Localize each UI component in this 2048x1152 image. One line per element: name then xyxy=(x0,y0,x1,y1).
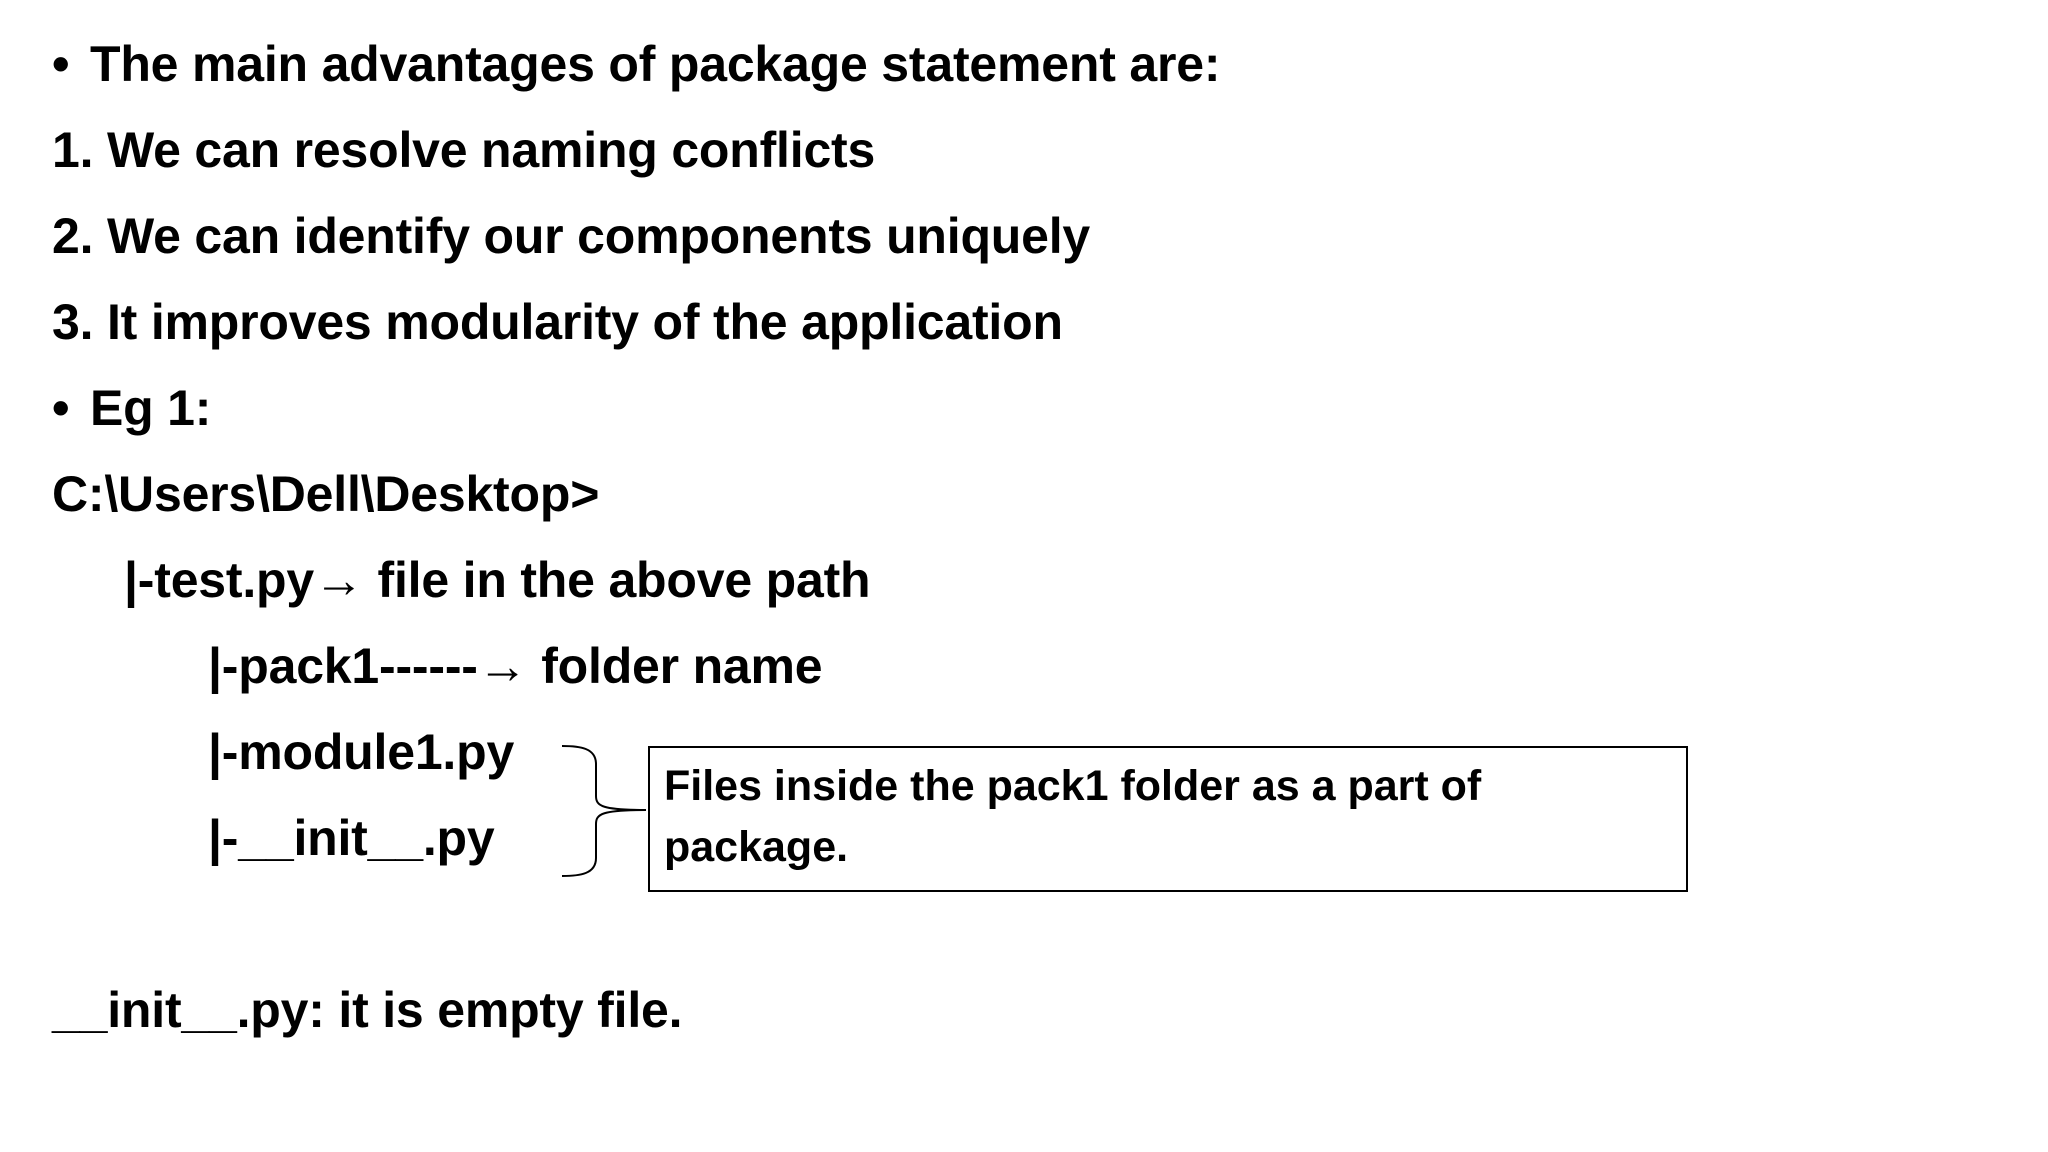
tree-item-module1: |-module1.py xyxy=(208,724,515,780)
example-heading-text: Eg 1: xyxy=(90,380,212,436)
right-curly-brace-icon xyxy=(561,745,647,877)
advantage-item-3: 3. It improves modularity of the applica… xyxy=(52,294,1063,350)
path-line: C:\Users\Dell\Desktop> xyxy=(52,466,600,522)
advantages-heading: • The main advantages of package statemen… xyxy=(52,34,1220,94)
init-note: __init__.py: it is empty file. xyxy=(52,982,683,1038)
tree-item-test-py: |-test.py→ file in the above path xyxy=(124,552,871,608)
example-heading: • Eg 1: xyxy=(52,378,211,438)
tree-item-pack1: |-pack1------→ folder name xyxy=(208,638,823,694)
callout-box: Files inside the pack1 folder as a part … xyxy=(648,746,1688,892)
tree-item-init: |-__init__.py xyxy=(208,810,495,866)
advantage-item-2: 2. We can identify our components unique… xyxy=(52,208,1091,264)
bullet-glyph: • xyxy=(52,36,70,92)
bullet-glyph: • xyxy=(52,380,70,436)
advantages-heading-text: The main advantages of package statement… xyxy=(90,36,1221,92)
advantage-item-1: 1. We can resolve naming conflicts xyxy=(52,122,876,178)
